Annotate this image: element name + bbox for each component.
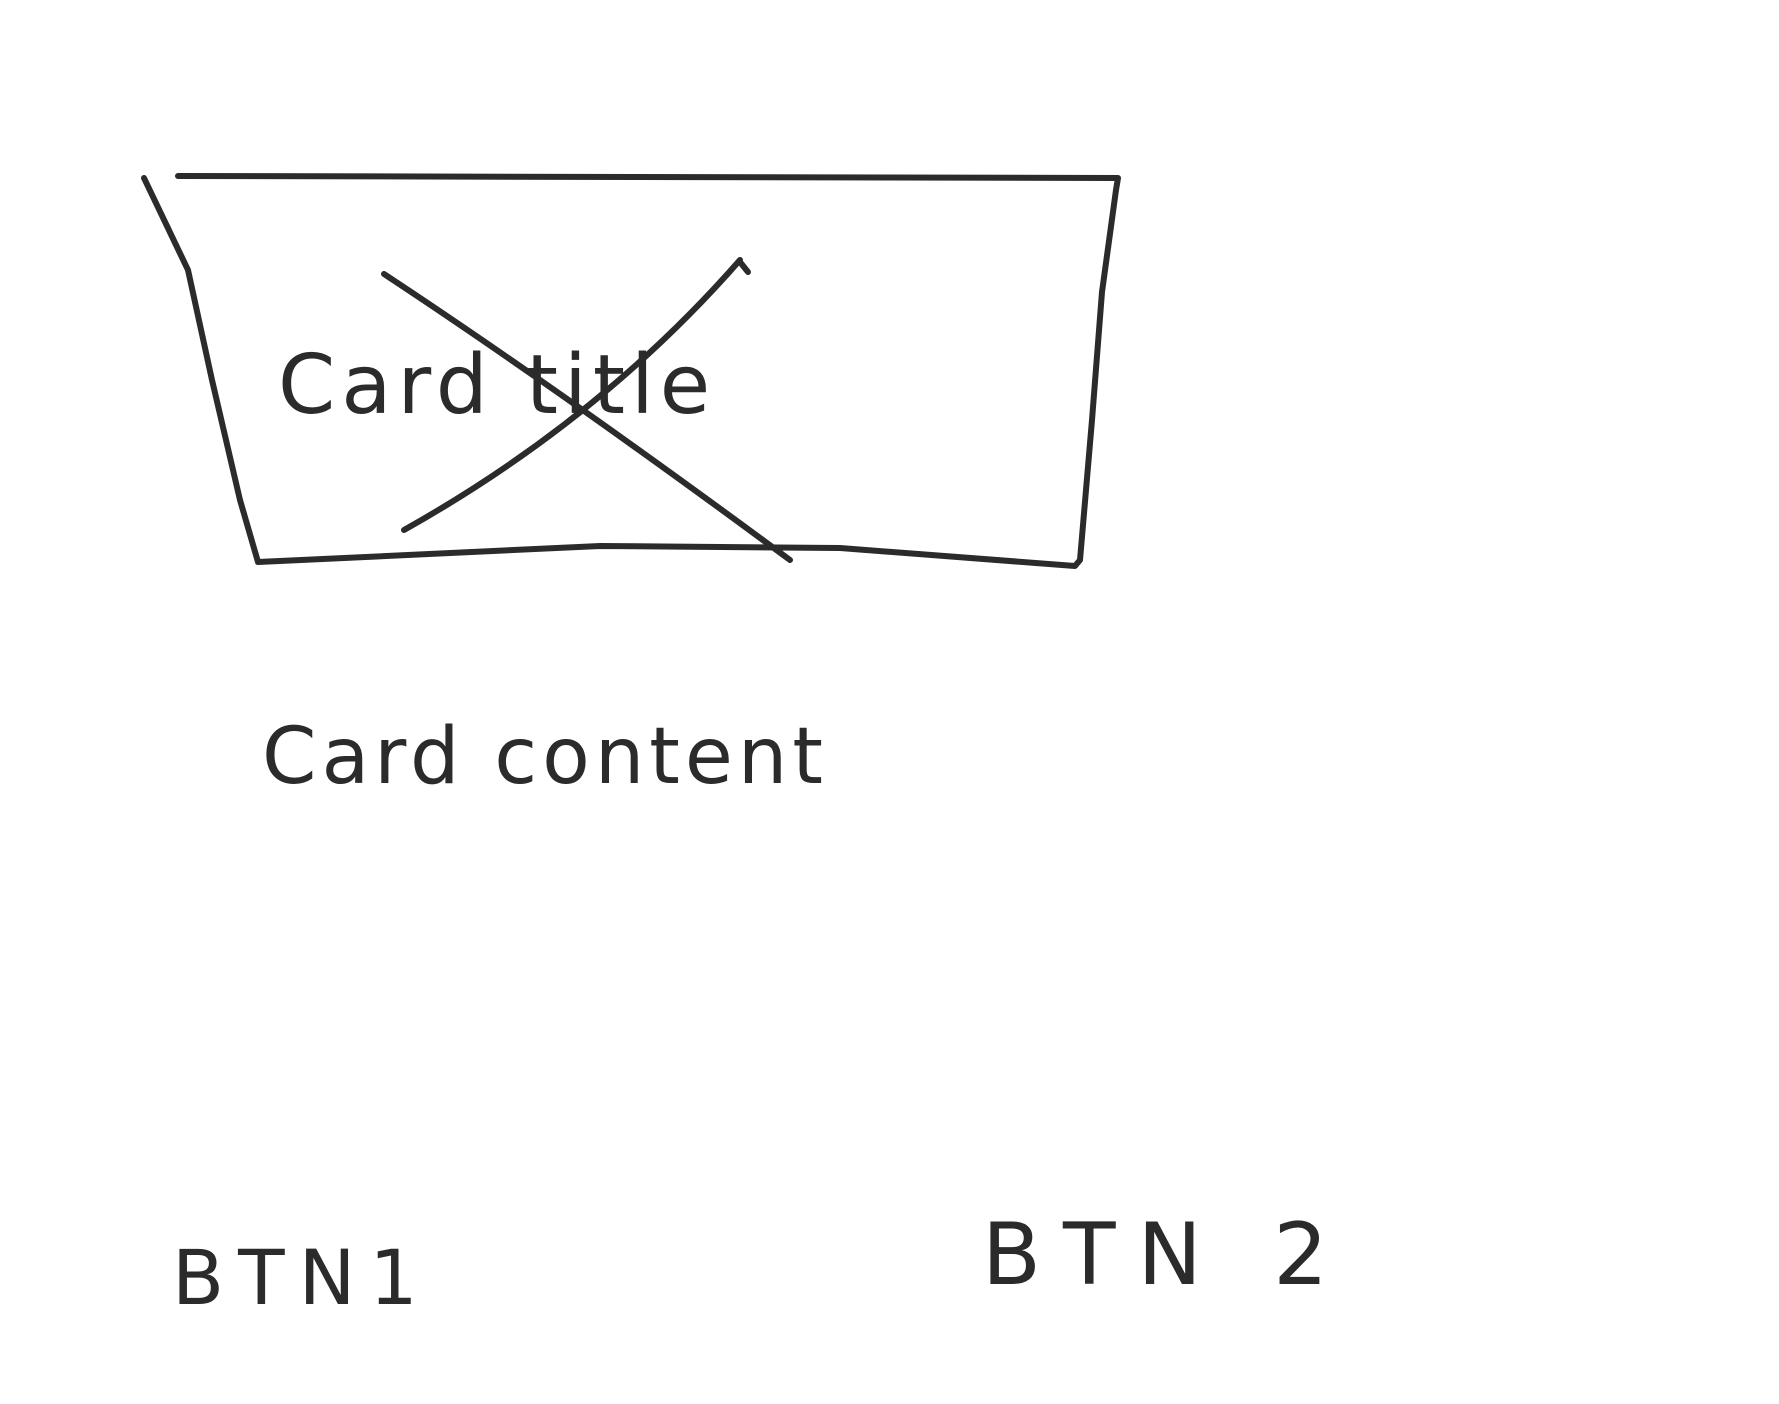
button-1[interactable]: BTN1 [172, 1233, 432, 1322]
card-content: Card content [262, 712, 828, 802]
card-title: Card title [278, 338, 717, 433]
button-2[interactable]: BTN 2 [982, 1205, 1350, 1305]
